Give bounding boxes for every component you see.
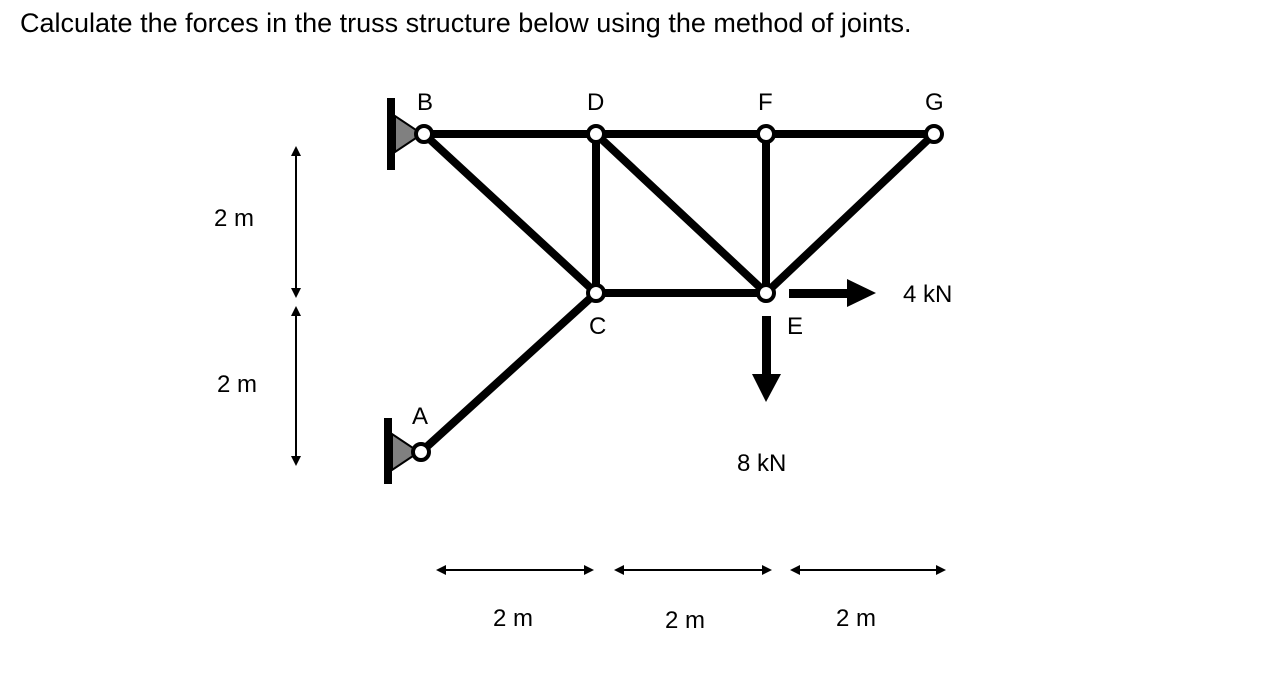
dim-label-h2: 2 m xyxy=(665,607,705,634)
wall-a xyxy=(384,418,392,484)
pin-triangle-b xyxy=(394,114,424,154)
support-b xyxy=(387,98,424,170)
dim-label-h1: 2 m xyxy=(493,605,533,632)
truss-members xyxy=(417,130,938,456)
support-a xyxy=(384,418,421,484)
label-c: C xyxy=(589,313,606,340)
dim-label-v1: 2 m xyxy=(214,205,254,232)
load-vertical-label: 8 kN xyxy=(737,450,786,477)
dim-label-h3: 2 m xyxy=(836,605,876,632)
joint-b xyxy=(414,124,434,144)
member-de xyxy=(592,130,770,297)
joint-c xyxy=(586,283,606,303)
label-d: D xyxy=(587,89,604,116)
wall-b xyxy=(387,98,395,170)
joint-g xyxy=(924,124,944,144)
joints xyxy=(411,124,944,462)
label-f: F xyxy=(758,89,773,116)
joint-d xyxy=(586,124,606,144)
joint-a xyxy=(411,442,431,462)
label-g: G xyxy=(925,89,944,116)
label-b: B xyxy=(417,89,433,116)
label-e: E xyxy=(787,313,803,340)
load-horizontal-label: 4 kN xyxy=(903,281,952,308)
joint-e xyxy=(756,283,776,303)
load-vertical-arrow xyxy=(752,316,781,402)
member-ac xyxy=(417,289,600,456)
dim-label-v2: 2 m xyxy=(217,371,257,398)
pin-triangle-a xyxy=(391,432,421,472)
load-horizontal-arrow xyxy=(789,279,876,307)
member-ge xyxy=(762,130,938,297)
member-bc xyxy=(420,130,600,297)
joint-f xyxy=(756,124,776,144)
problem-statement: Calculate the forces in the truss struct… xyxy=(20,8,912,38)
label-a: A xyxy=(412,403,428,430)
